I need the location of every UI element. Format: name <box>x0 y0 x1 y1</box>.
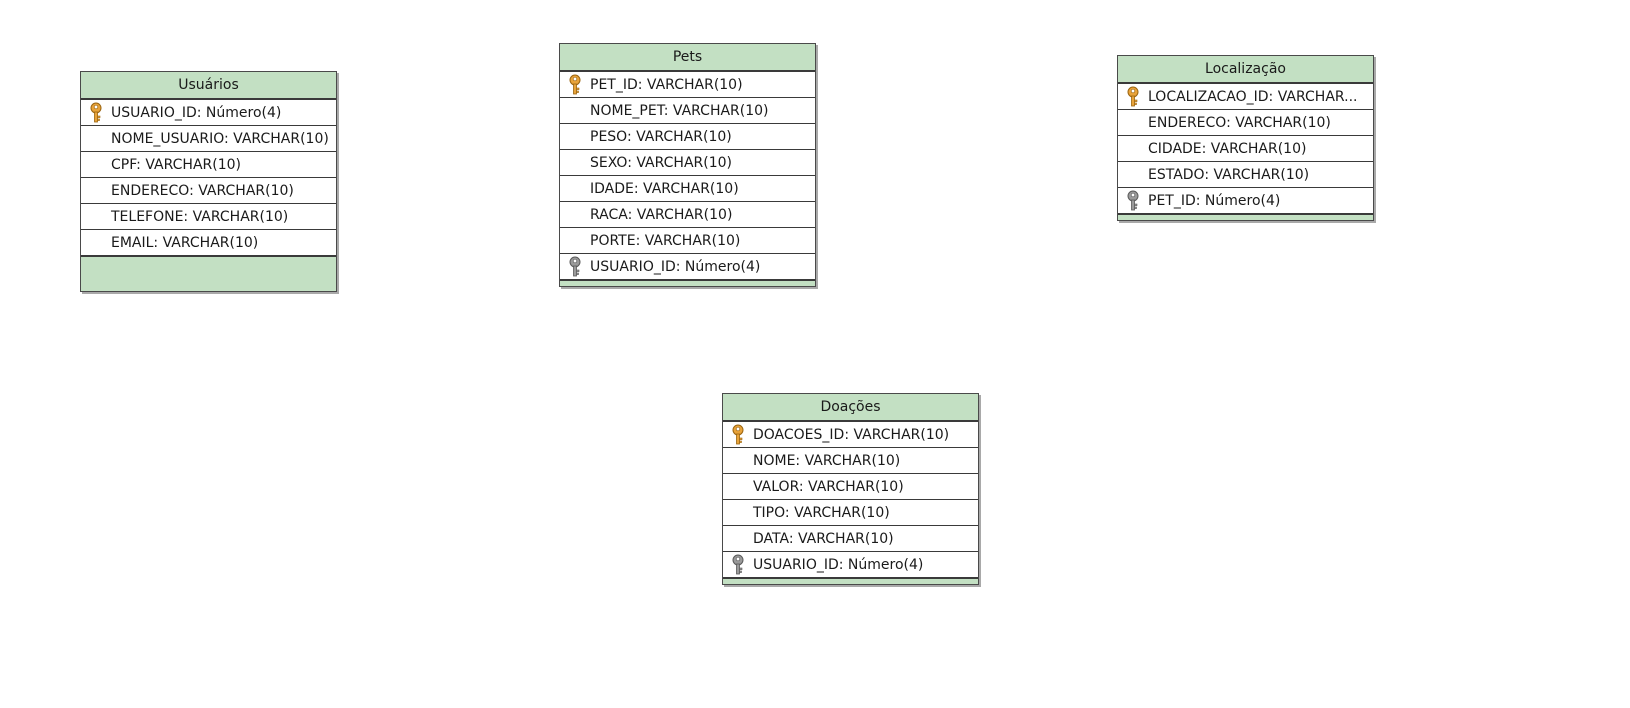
entity-title: Usuários <box>81 72 336 100</box>
attribute-row[interactable]: NOME: VARCHAR(10) <box>723 448 978 474</box>
attribute-row[interactable]: NOME_PET: VARCHAR(10) <box>560 98 815 124</box>
attribute-row[interactable]: ESTADO: VARCHAR(10) <box>1118 162 1373 188</box>
attribute-text: TIPO: VARCHAR(10) <box>753 505 890 521</box>
attribute-list: DOACOES_ID: VARCHAR(10) NOME: VARCHAR(10)… <box>723 422 978 578</box>
entity-footer <box>723 578 978 584</box>
attribute-text: NOME: VARCHAR(10) <box>753 453 901 469</box>
attribute-text: SEXO: VARCHAR(10) <box>590 155 733 171</box>
attribute-list: LOCALIZACAO_ID: VARCHAR... ENDERECO: VARC… <box>1118 84 1373 214</box>
attribute-text: PORTE: VARCHAR(10) <box>590 233 741 249</box>
entity-localizacao[interactable]: Localização LOCALIZACAO_ID: VARCHAR... EN… <box>1117 55 1374 221</box>
attribute-row[interactable]: PESO: VARCHAR(10) <box>560 124 815 150</box>
attribute-row[interactable]: PORTE: VARCHAR(10) <box>560 228 815 254</box>
attribute-text: IDADE: VARCHAR(10) <box>590 181 739 197</box>
attribute-text: DATA: VARCHAR(10) <box>753 531 894 547</box>
entity-doacoes[interactable]: Doações DOACOES_ID: VARCHAR(10) NOME: VAR… <box>722 393 979 585</box>
attribute-row[interactable]: TIPO: VARCHAR(10) <box>723 500 978 526</box>
attribute-row[interactable]: IDADE: VARCHAR(10) <box>560 176 815 202</box>
attribute-list: PET_ID: VARCHAR(10) NOME_PET: VARCHAR(10)… <box>560 72 815 280</box>
attribute-text: DOACOES_ID: VARCHAR(10) <box>753 427 950 443</box>
attribute-row[interactable]: VALOR: VARCHAR(10) <box>723 474 978 500</box>
entity-footer <box>1118 214 1373 220</box>
attribute-row[interactable]: USUARIO_ID: Número(4) <box>560 254 815 280</box>
attribute-row[interactable]: DATA: VARCHAR(10) <box>723 526 978 552</box>
attribute-text: USUARIO_ID: Número(4) <box>111 105 282 121</box>
attribute-list: USUARIO_ID: Número(4) NOME_USUARIO: VARCH… <box>81 100 336 256</box>
primary-key-icon <box>88 102 104 124</box>
attribute-text: NOME_USUARIO: VARCHAR(10) <box>111 131 329 147</box>
primary-key-icon <box>567 74 583 96</box>
attribute-text: LOCALIZACAO_ID: VARCHAR... <box>1148 89 1358 105</box>
attribute-text: CPF: VARCHAR(10) <box>111 157 241 173</box>
attribute-text: ENDERECO: VARCHAR(10) <box>111 183 294 199</box>
attribute-text: RACA: VARCHAR(10) <box>590 207 733 223</box>
attribute-text: PET_ID: VARCHAR(10) <box>590 77 743 93</box>
attribute-text: CIDADE: VARCHAR(10) <box>1148 141 1307 157</box>
primary-key-icon <box>730 424 746 446</box>
attribute-text: TELEFONE: VARCHAR(10) <box>111 209 289 225</box>
attribute-row[interactable]: CPF: VARCHAR(10) <box>81 152 336 178</box>
attribute-row[interactable]: LOCALIZACAO_ID: VARCHAR... <box>1118 84 1373 110</box>
attribute-row[interactable]: DOACOES_ID: VARCHAR(10) <box>723 422 978 448</box>
attribute-row[interactable]: CIDADE: VARCHAR(10) <box>1118 136 1373 162</box>
attribute-text: ESTADO: VARCHAR(10) <box>1148 167 1310 183</box>
entity-footer <box>560 280 815 286</box>
attribute-text: ENDERECO: VARCHAR(10) <box>1148 115 1331 131</box>
attribute-row[interactable]: SEXO: VARCHAR(10) <box>560 150 815 176</box>
entity-footer <box>81 256 336 291</box>
attribute-text: PET_ID: Número(4) <box>1148 193 1281 209</box>
attribute-text: USUARIO_ID: Número(4) <box>753 557 924 573</box>
attribute-row[interactable]: USUARIO_ID: Número(4) <box>723 552 978 578</box>
attribute-row[interactable]: EMAIL: VARCHAR(10) <box>81 230 336 256</box>
entity-usuarios[interactable]: Usuários USUARIO_ID: Número(4) NOME_USUAR… <box>80 71 337 292</box>
entity-title: Localização <box>1118 56 1373 84</box>
attribute-row[interactable]: RACA: VARCHAR(10) <box>560 202 815 228</box>
entity-title: Pets <box>560 44 815 72</box>
attribute-row[interactable]: ENDERECO: VARCHAR(10) <box>1118 110 1373 136</box>
attribute-text: VALOR: VARCHAR(10) <box>753 479 904 495</box>
foreign-key-icon <box>567 256 583 278</box>
attribute-text: EMAIL: VARCHAR(10) <box>111 235 259 251</box>
foreign-key-icon <box>730 554 746 576</box>
entity-title: Doações <box>723 394 978 422</box>
attribute-row[interactable]: PET_ID: VARCHAR(10) <box>560 72 815 98</box>
attribute-row[interactable]: PET_ID: Número(4) <box>1118 188 1373 214</box>
attribute-text: NOME_PET: VARCHAR(10) <box>590 103 769 119</box>
attribute-row[interactable]: ENDERECO: VARCHAR(10) <box>81 178 336 204</box>
foreign-key-icon <box>1125 190 1141 212</box>
attribute-row[interactable]: NOME_USUARIO: VARCHAR(10) <box>81 126 336 152</box>
attribute-text: USUARIO_ID: Número(4) <box>590 259 761 275</box>
attribute-row[interactable]: TELEFONE: VARCHAR(10) <box>81 204 336 230</box>
attribute-row[interactable]: USUARIO_ID: Número(4) <box>81 100 336 126</box>
primary-key-icon <box>1125 86 1141 108</box>
attribute-text: PESO: VARCHAR(10) <box>590 129 732 145</box>
entity-pets[interactable]: Pets PET_ID: VARCHAR(10) NOME_PET: VARCHA… <box>559 43 816 287</box>
